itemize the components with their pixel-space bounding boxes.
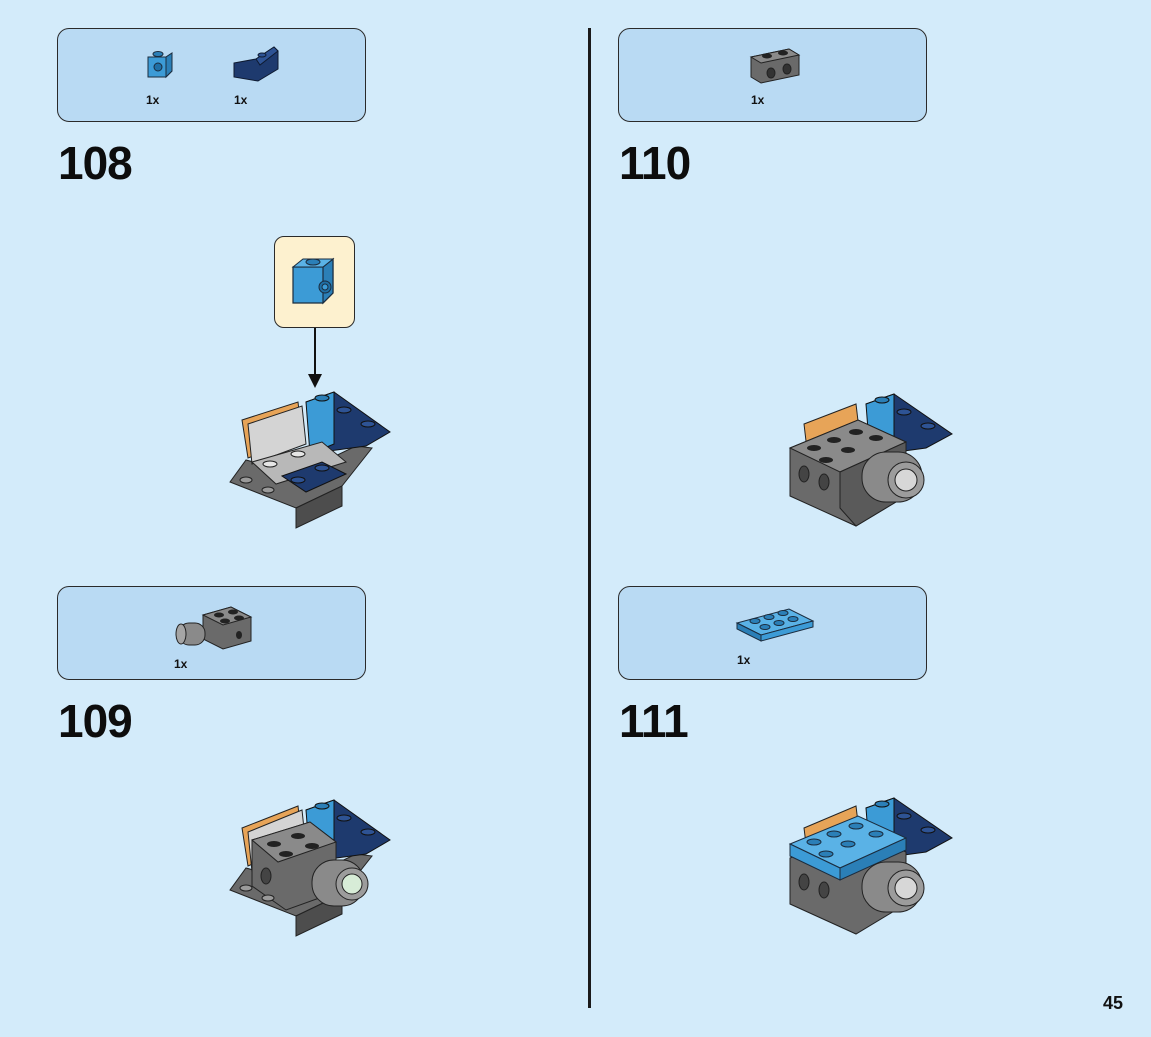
- assembly-110: [786, 392, 956, 537]
- light-blue-brick-icon: [144, 45, 184, 89]
- part-qty: 1x: [174, 657, 187, 671]
- parts-box-109: 1x: [57, 586, 366, 680]
- step-number: 108: [58, 136, 132, 190]
- step-number: 109: [58, 694, 132, 748]
- part-qty: 1x: [737, 653, 750, 667]
- dark-gray-connector-brick-icon: [173, 603, 255, 653]
- part-qty: 1x: [234, 93, 247, 107]
- step-number: 111: [619, 694, 688, 748]
- part-qty: 1x: [146, 93, 159, 107]
- assembly-108: [226, 388, 396, 533]
- dark-gray-brick-holes-icon: [747, 43, 803, 89]
- callout-box-108: [274, 236, 355, 328]
- part-qty: 1x: [751, 93, 764, 107]
- dark-blue-slope-icon: [230, 41, 282, 91]
- parts-box-108: 1x 1x: [57, 28, 366, 122]
- assembly-109: [226, 796, 396, 941]
- down-arrow-icon: [305, 328, 325, 390]
- page-number: 45: [1103, 993, 1123, 1014]
- parts-box-110: 1x: [618, 28, 927, 122]
- assembly-111: [786, 796, 956, 941]
- light-blue-plate-icon: [735, 603, 815, 643]
- page-divider: [588, 28, 591, 1008]
- parts-box-111: 1x: [618, 586, 927, 680]
- light-blue-brick-callout-icon: [289, 253, 341, 309]
- step-number: 110: [619, 136, 690, 190]
